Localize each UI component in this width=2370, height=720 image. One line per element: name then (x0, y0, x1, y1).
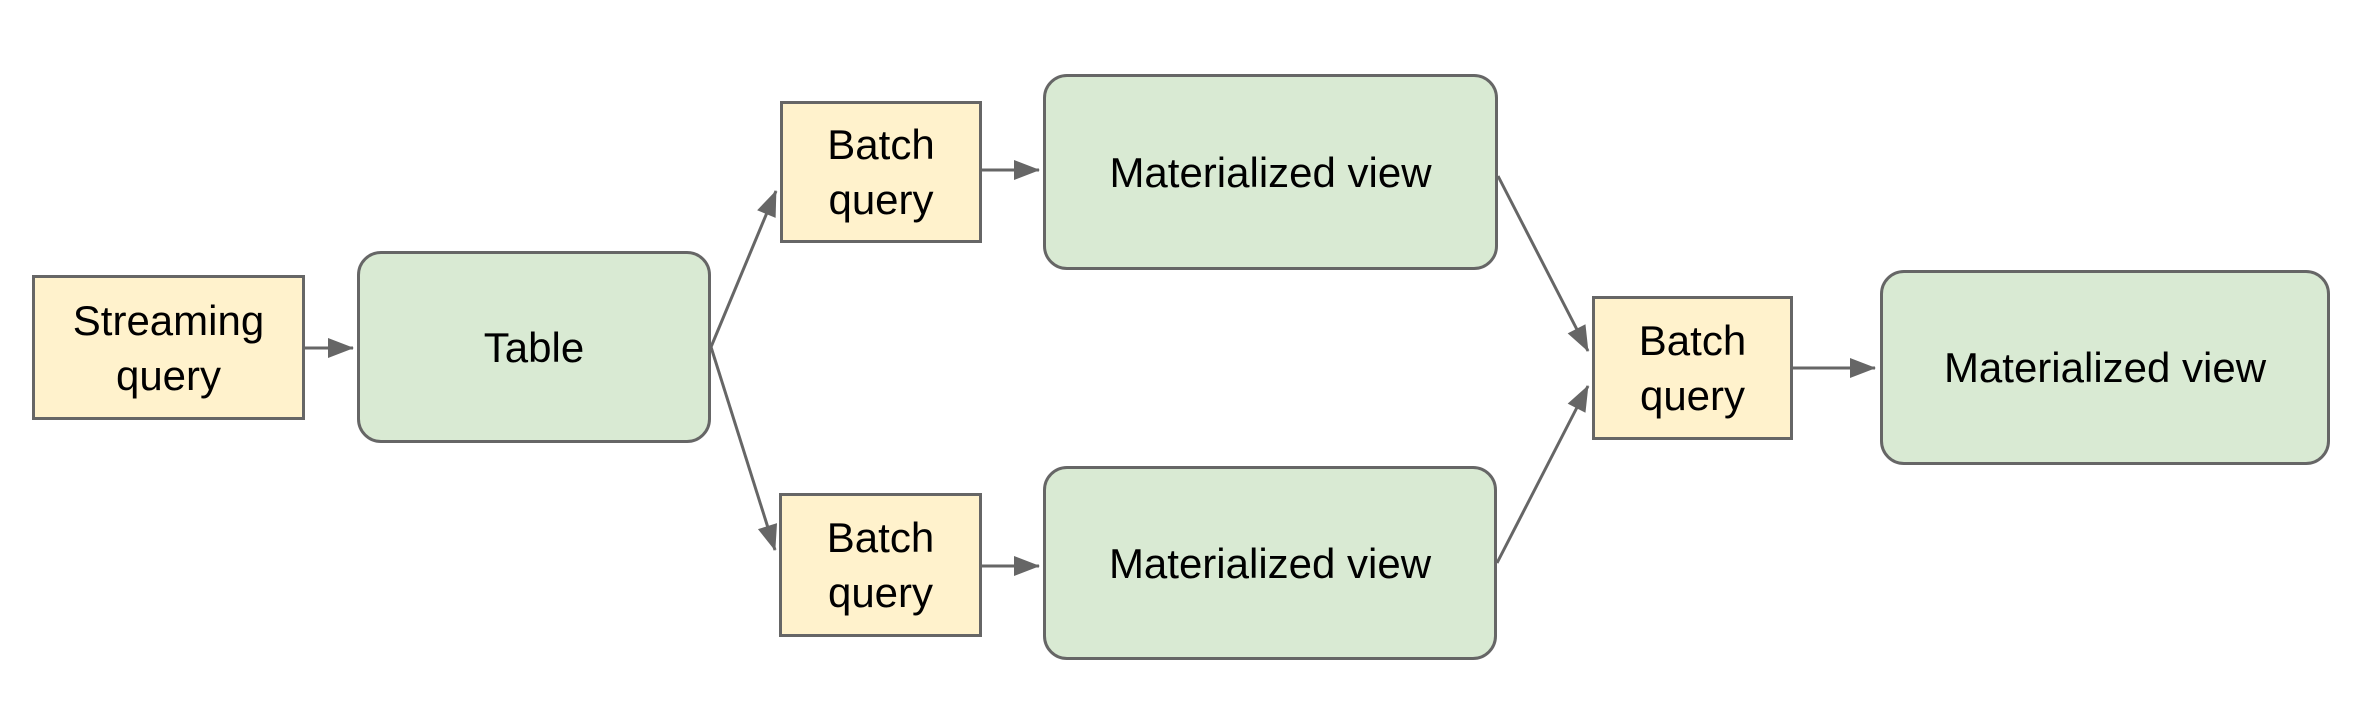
node-batch-query-top-label: Batch query (827, 121, 935, 223)
edge-materialized-view-top-to-batch-query-right (1496, 175, 1590, 352)
node-materialized-view-bottom: Materialized view (1043, 466, 1497, 660)
node-batch-query-top: Batch query (780, 101, 982, 243)
edge-table-to-batch-query-top (709, 190, 778, 348)
edge-table-to-batch-query-bottom (709, 346, 778, 551)
node-materialized-view-top-label: Materialized view (1109, 148, 1432, 196)
node-streaming-query-label: Streaming query (72, 296, 265, 399)
node-batch-query-right: Batch query (1592, 296, 1793, 440)
node-materialized-view-right-label: Materialized view (1943, 344, 2267, 391)
node-batch-query-bottom: Batch query (779, 493, 982, 637)
node-batch-query-bottom-label: Batch query (826, 514, 935, 616)
node-table: Table (357, 251, 711, 443)
node-table-label: Table (483, 323, 585, 371)
edge-materialized-view-bottom-to-batch-query-right (1495, 385, 1590, 564)
node-batch-query-right-label: Batch query (1638, 317, 1747, 419)
node-materialized-view-right: Materialized view (1880, 270, 2330, 465)
node-materialized-view-top: Materialized view (1043, 74, 1498, 270)
node-streaming-query: Streaming query (32, 275, 305, 420)
node-materialized-view-bottom-label: Materialized view (1108, 539, 1432, 587)
